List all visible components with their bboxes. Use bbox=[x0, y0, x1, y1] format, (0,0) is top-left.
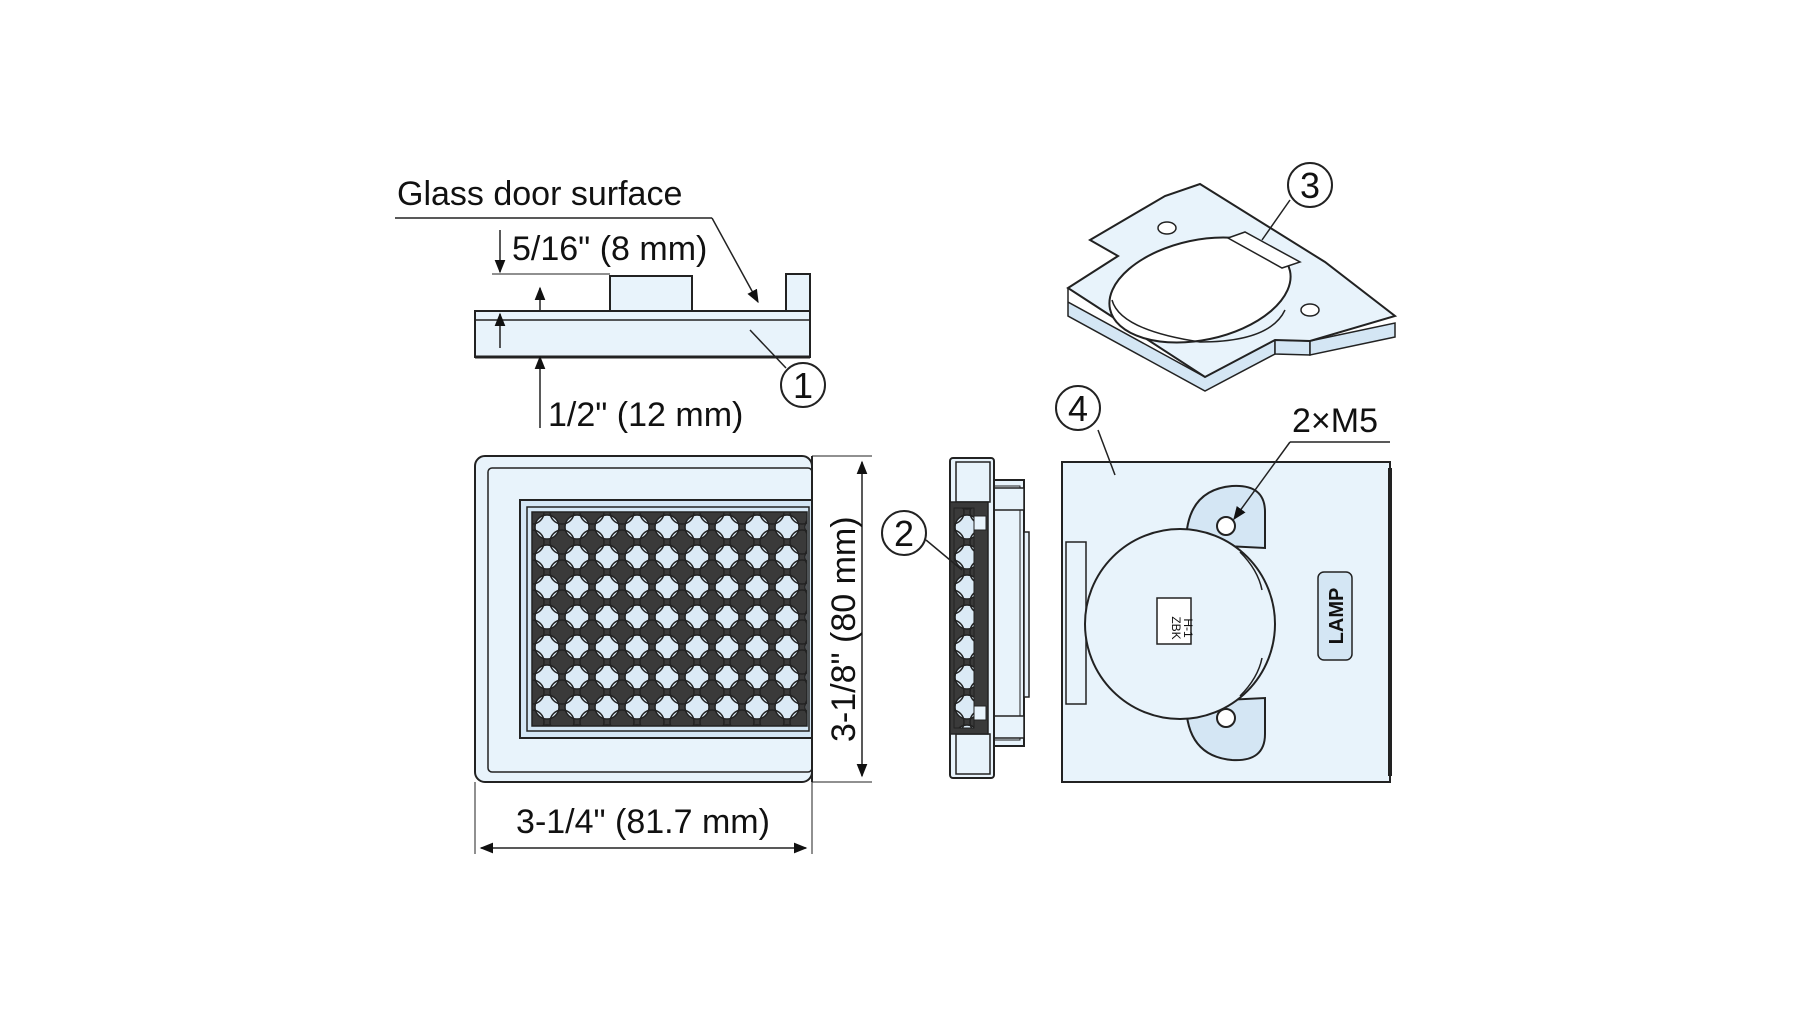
callout-2-number: 2 bbox=[894, 513, 914, 554]
thread-spec-leader bbox=[1233, 441, 1390, 521]
dim-1-2-label: 1/2" (12 mm) bbox=[548, 396, 743, 434]
part-4-back-plate: ZBK H-1 LAMP bbox=[1061, 461, 1392, 783]
callout-3-number: 3 bbox=[1300, 165, 1320, 206]
dim-5-16-arrows bbox=[492, 230, 610, 348]
callout-1: 1 bbox=[749, 329, 826, 408]
callout-4: 4 bbox=[1055, 385, 1116, 476]
callout-2: 2 bbox=[881, 510, 963, 571]
callout-3: 3 bbox=[1261, 162, 1333, 241]
glass-door-surface-label: Glass door surface bbox=[397, 175, 682, 213]
lamp-logo: LAMP bbox=[1326, 588, 1348, 645]
callout-1-number: 1 bbox=[793, 365, 813, 406]
thread-spec-label: 2×M5 bbox=[1292, 402, 1378, 440]
dim-3-1-4-arrows bbox=[474, 782, 813, 854]
callout-4-number: 4 bbox=[1068, 388, 1088, 429]
part-3-mounting-plate bbox=[1066, 182, 1398, 392]
dim-3-1-4-label: 3-1/4" (81.7 mm) bbox=[516, 803, 770, 841]
front-view-grille bbox=[474, 455, 813, 783]
part-2-side-profile bbox=[949, 457, 1030, 779]
dim-5-16-label: 5/16" (8 mm) bbox=[512, 230, 707, 268]
center-mark-text-2: H-1 bbox=[1181, 618, 1195, 638]
part-1-side-view bbox=[474, 273, 811, 359]
dim-3-1-8-arrows bbox=[812, 455, 872, 783]
glass-surface-leader bbox=[395, 217, 759, 304]
center-mark-text: ZBK bbox=[1169, 616, 1183, 639]
dim-3-1-8-label: 3-1/8" (80 mm) bbox=[825, 516, 863, 742]
